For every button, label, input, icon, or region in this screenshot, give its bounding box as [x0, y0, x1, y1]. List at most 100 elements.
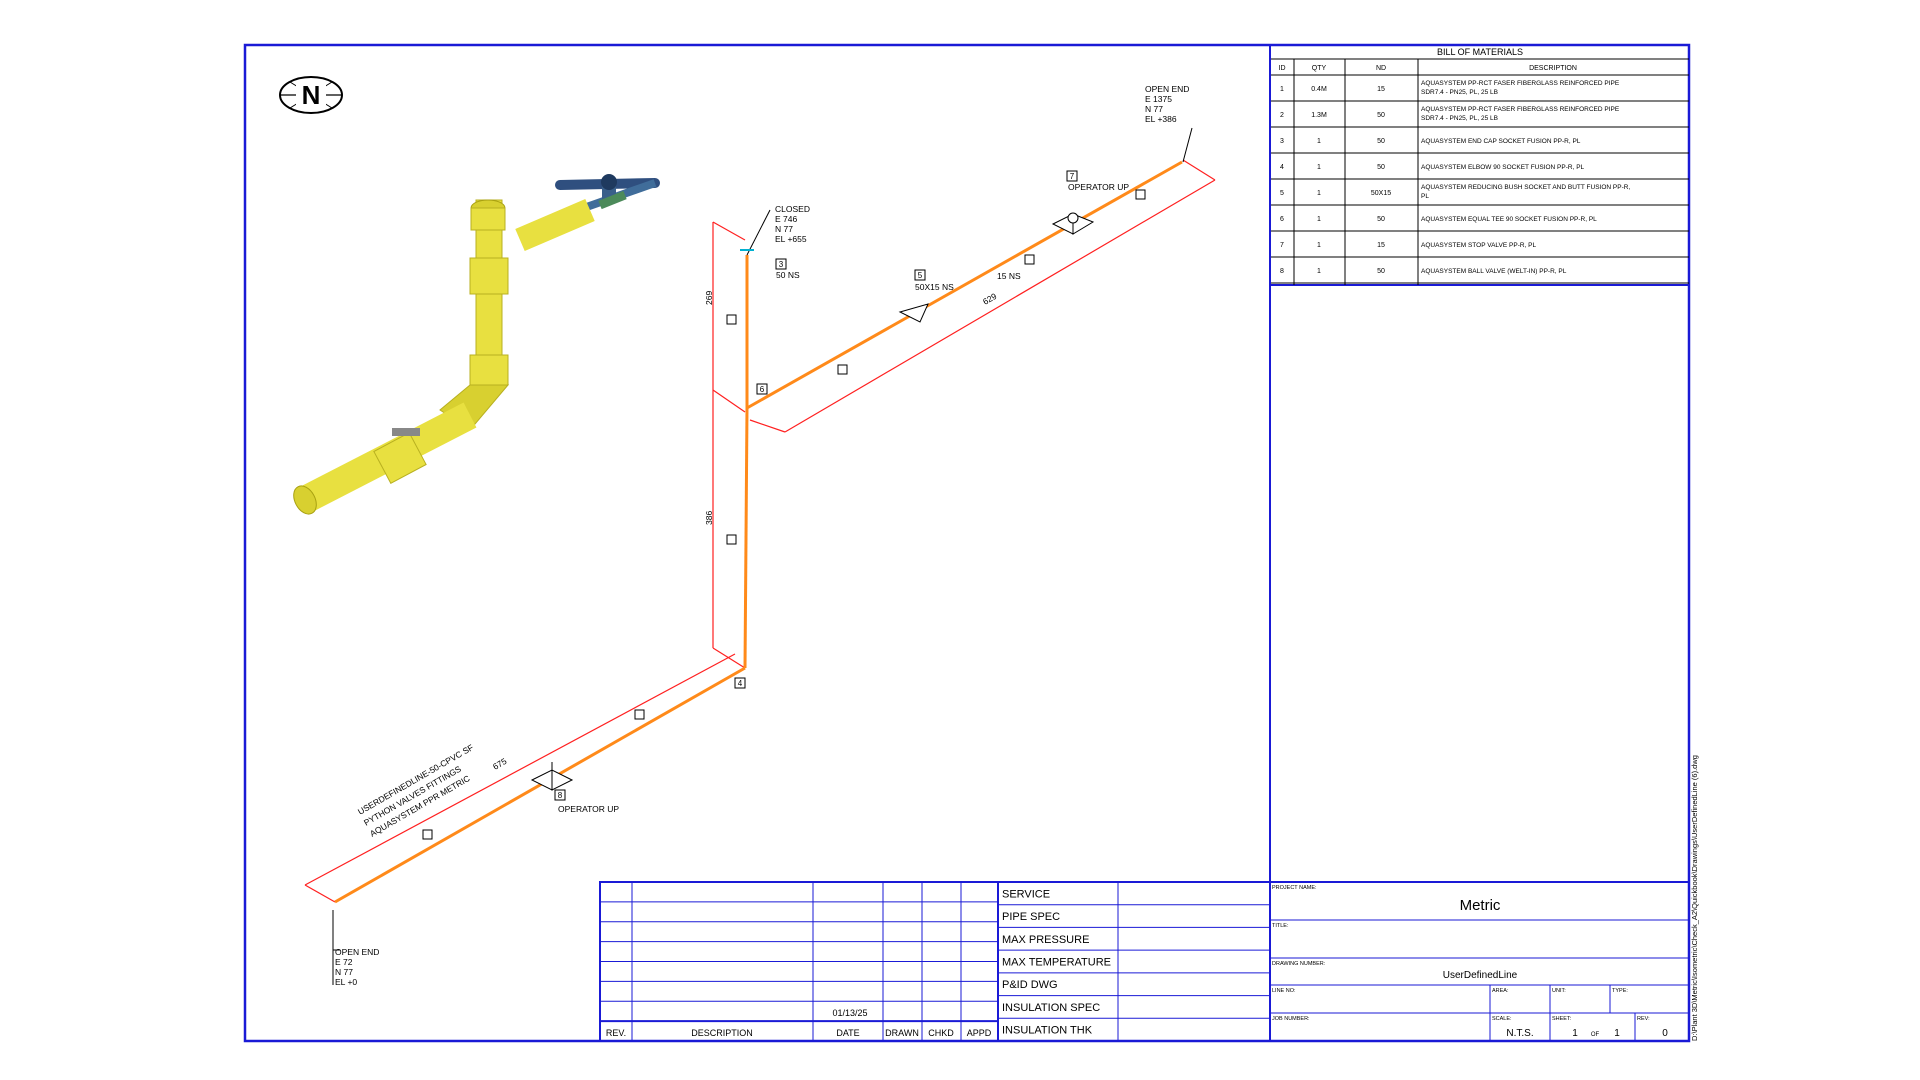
service-label: SERVICE [1002, 888, 1050, 900]
callout-7: 7 [1070, 172, 1075, 181]
service-block: SERVICE PIPE SPEC MAX PRESSURE MAX TEMPERAT… [997, 881, 1271, 1042]
operator-up-top: OPERATOR UP [1068, 182, 1129, 192]
sheet-number: 1 [1572, 1028, 1578, 1039]
reducer-icon [898, 303, 929, 323]
service-label: INSULATION SPEC [1002, 1002, 1100, 1014]
bom-row-id: 2 [1280, 112, 1284, 119]
bom-row-description: AQUASYSTEM REDUCING BUSH SOCKET AND BUTT… [1421, 184, 1630, 191]
rev-value: 0 [1662, 1028, 1668, 1039]
service-label: P&ID DWG [1002, 979, 1058, 991]
bom-row-qty: 1 [1317, 268, 1321, 275]
service-label: PIPE SPEC [1002, 911, 1060, 923]
bom-row-id: 5 [1280, 190, 1284, 197]
north-label: N [302, 80, 321, 110]
bill-of-materials: BILL OF MATERIALS ID QTY ND DESCRIPTION … [1269, 44, 1690, 286]
drawing-number-label: DRAWING NUMBER: [1272, 961, 1326, 967]
open-end-bottom-elevation: EL +0 [335, 977, 357, 987]
dim-269: 269 [704, 291, 714, 305]
callout-5: 5 [918, 271, 923, 280]
rev-header-date: DATE [836, 1028, 859, 1038]
bom-row-id: 7 [1280, 242, 1284, 249]
line-no-label: LINE NO: [1272, 988, 1296, 994]
closed-east: E 746 [775, 214, 797, 224]
rev-header-drawn: DRAWN [885, 1028, 919, 1038]
type-label: TYPE: [1612, 988, 1628, 994]
open-end-top-north: N 77 [1145, 104, 1163, 114]
bom-row-nd: 50 [1377, 268, 1385, 275]
bom-row-qty: 1 [1317, 138, 1321, 145]
operator-up-bottom: OPERATOR UP [558, 804, 619, 814]
closed-elevation: EL +655 [775, 234, 807, 244]
callout-3: 3 [779, 260, 784, 269]
service-label: INSULATION THK [1002, 1025, 1093, 1037]
revision-block: 01/13/25 REV. DESCRIPTION DATE DRAWN CHK… [599, 881, 999, 1042]
bom-row-qty: 1.3M [1311, 112, 1327, 119]
sheet-total: 1 [1614, 1028, 1620, 1039]
sheet-label: SHEET: [1552, 1016, 1572, 1022]
bom-header-description: DESCRIPTION [1529, 65, 1577, 72]
open-end-bottom-label: OPEN END [335, 947, 379, 957]
bom-header-qty: QTY [1312, 65, 1327, 72]
bom-row-qty: 1 [1317, 190, 1321, 197]
stop-valve-icon [1051, 212, 1095, 235]
rev-header-rev: REV. [606, 1028, 626, 1038]
scale-label: SCALE: [1492, 1016, 1512, 1022]
dimension-lines [304, 159, 1216, 903]
project-name-label: PROJECT NAME: [1272, 885, 1317, 891]
callout-6: 6 [760, 385, 765, 394]
rev-label: REV: [1637, 1016, 1650, 1022]
callout-4: 4 [738, 679, 743, 688]
bom-row-nd: 50X15 [1371, 190, 1391, 197]
unit-label: UNIT: [1552, 988, 1566, 994]
size-50x15: 50X15 NS [915, 282, 954, 292]
sheet-border [243, 43, 1691, 1043]
bom-row-qty: 0.4M [1311, 86, 1327, 93]
bom-row-nd: 50 [1377, 216, 1385, 223]
area-label: AREA: [1492, 988, 1509, 994]
bom-row-qty: 1 [1317, 216, 1321, 223]
scale-value: N.T.S. [1506, 1028, 1533, 1039]
bom-row-description: AQUASYSTEM PP-RCT FASER FIBERGLASS REINF… [1421, 80, 1620, 87]
rev-header-description: DESCRIPTION [691, 1028, 753, 1038]
bom-row-nd: 50 [1377, 112, 1385, 119]
bom-row-description: AQUASYSTEM EQUAL TEE 90 SOCKET FUSION PP… [1421, 216, 1597, 223]
open-end-bottom-north: N 77 [335, 967, 353, 977]
bom-row-id: 4 [1280, 164, 1284, 171]
bom-row-qty: 1 [1317, 164, 1321, 171]
size-50ns: 50 NS [776, 270, 800, 280]
bom-row-description: AQUASYSTEM ELBOW 90 SOCKET FUSION PP-R, … [1421, 164, 1585, 171]
pipe-route [334, 160, 1183, 904]
dim-675: 675 [491, 756, 509, 772]
pipe-3d-preview [293, 174, 660, 515]
bom-row-nd: 50 [1377, 164, 1385, 171]
rev-header-chkd: CHKD [928, 1028, 954, 1038]
bom-row-description: AQUASYSTEM STOP VALVE PP-R, PL [1421, 242, 1536, 249]
open-end-top-label: OPEN END [1145, 84, 1189, 94]
service-label: MAX TEMPERATURE [1002, 957, 1111, 969]
rev-header-appd: APPD [967, 1028, 992, 1038]
callout-8: 8 [558, 791, 563, 800]
project-name: Metric [1460, 897, 1501, 914]
bom-row-nd: 15 [1377, 242, 1385, 249]
north-arrow-icon: N [279, 76, 343, 114]
dim-386: 386 [704, 511, 714, 525]
bom-row-description: AQUASYSTEM PP-RCT FASER FIBERGLASS REINF… [1421, 106, 1620, 113]
size-15ns: 15 NS [997, 271, 1021, 281]
bom-row-nd: 50 [1377, 138, 1385, 145]
title-label: TITLE: [1272, 923, 1289, 929]
bom-row-description: AQUASYSTEM END CAP SOCKET FUSION PP-R, P… [1421, 138, 1581, 145]
bom-row-id: 8 [1280, 268, 1284, 275]
open-end-top-east: E 1375 [1145, 94, 1172, 104]
bom-row-id: 6 [1280, 216, 1284, 223]
closed-label: CLOSED [775, 204, 810, 214]
open-end-top-elevation: EL +386 [1145, 114, 1177, 124]
sheet-of: OF [1591, 1032, 1600, 1038]
pipe-tags [332, 127, 1193, 985]
bom-row-nd: 15 [1377, 86, 1385, 93]
ball-valve-icon [530, 762, 574, 791]
bom-row-description: AQUASYSTEM BALL VALVE (WELT-IN) PP-R, PL [1421, 268, 1567, 275]
service-label: MAX PRESSURE [1002, 934, 1089, 946]
bom-title: BILL OF MATERIALS [1437, 47, 1523, 57]
closed-north: N 77 [775, 224, 793, 234]
